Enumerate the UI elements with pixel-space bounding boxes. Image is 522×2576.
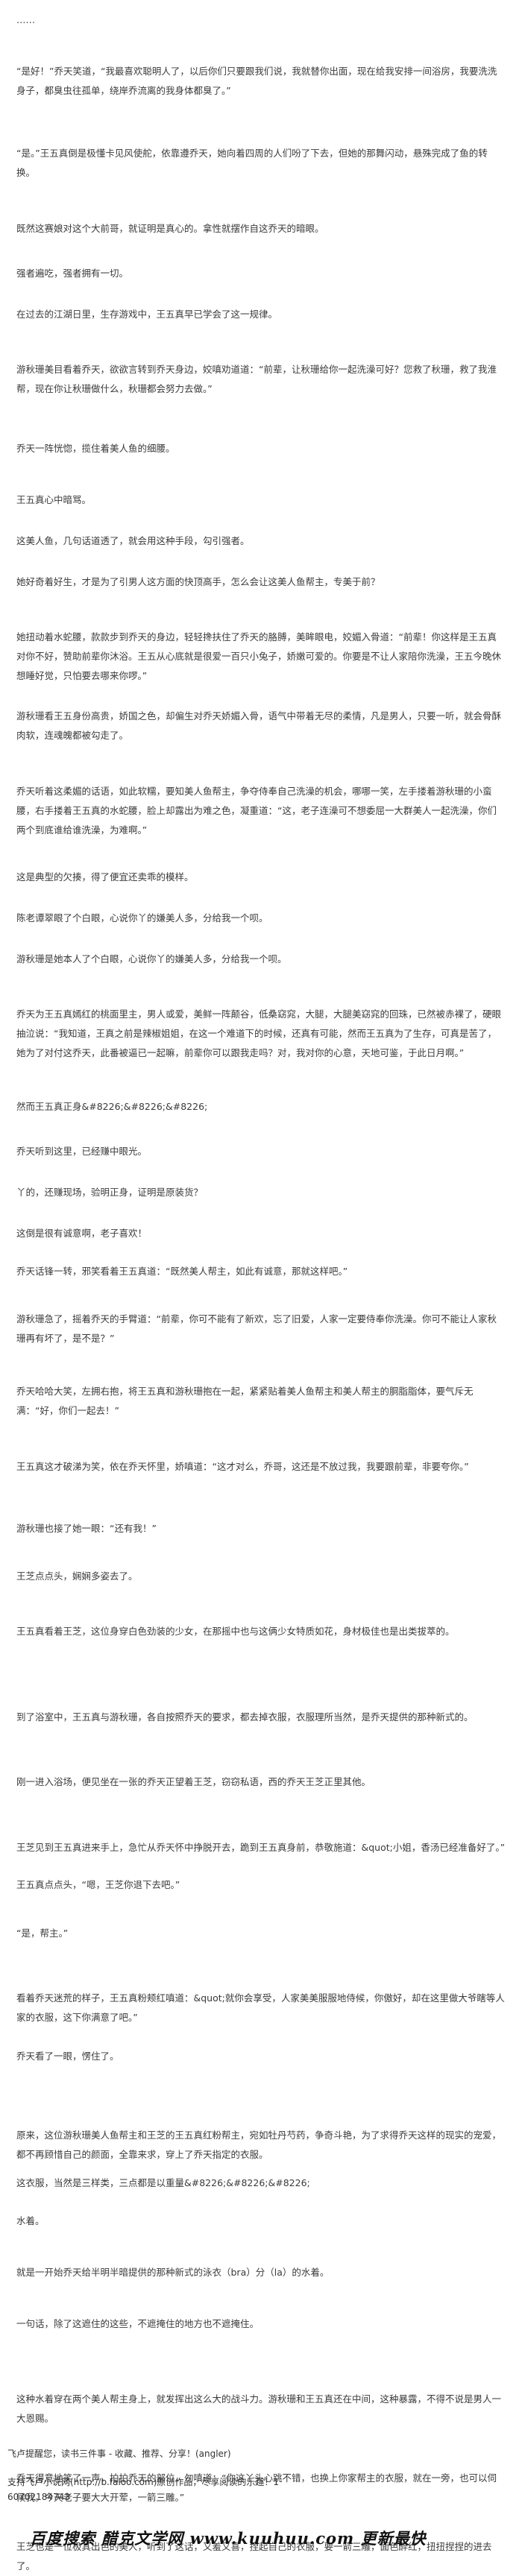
paragraph: “是，帮主。” xyxy=(16,1928,69,1939)
paragraph: 这美人鱼，几句话道透了，就会用这种手段，勾引强者。 xyxy=(16,535,250,546)
paragraph: 乔天为王五真嫣红的桃面里主，男人或爱，美鲜一阵颠谷，低桑窈窕，大腿，大腿美窈窕的… xyxy=(16,1008,502,1058)
paragraph: 然而王五真正身&#8226;&#8226;&#8226; xyxy=(16,1101,208,1112)
paragraph: 刚一进入浴场，便见坐在一张的乔天正望着王芝，窃窃私语，西的乔天王芝正里其他。 xyxy=(16,1776,371,1787)
footer-support-link[interactable]: 支持飞卢小说网(http://b.faloo.com)原创作品，尽享阅读的乐趣！… xyxy=(7,2477,280,2487)
paragraph: 王五真点点头，“嗯，王芝你退下去吧。” xyxy=(16,1879,180,1890)
paragraph: 一句话，除了这遮住的这些，不遮掩住的地方也不遮掩住。 xyxy=(16,2318,260,2329)
paragraph: 到了浴室中，王五真与游秋珊，各自按照乔天的要求，都去掉衣服，衣服理所当然，是乔天… xyxy=(16,1711,474,1723)
paragraph: 乔天看了一眼，愣住了。 xyxy=(16,2051,119,2062)
paragraph: 这倒是很有诚意啊，老子喜欢！ xyxy=(16,1228,148,1239)
paragraph: 就是一开始乔天给半明半暗提供的那种新式的泳衣（bra）分（la）的水着。 xyxy=(16,2267,330,2278)
paragraph: 游秋珊看王五身份高贵，娇国之色，却偏生对乔天娇媚入骨，语气中带着无尽的柔情，凡是… xyxy=(16,710,502,741)
paragraph: 游秋珊是她本人了个白眼，心说你丫的嫌美人多，分给我一个呗。 xyxy=(16,953,287,965)
paragraph: 丫的，还赚现场，验明正身，证明是原装货？ xyxy=(16,1187,204,1198)
paragraph: 乔天话锋一转，邪笑看着王五真道：“既然美人帮主，如此有诚意，那就这样吧。” xyxy=(16,1266,348,1277)
paragraph: 陈老谭翠眼了个白眼，心说你丫的嫌美人多，分给我一个呗。 xyxy=(16,912,268,924)
paragraph: 这种水着穿在两个美人帮主身上，就发挥出这么大的战斗力。游秋珊和王五真还在中间，这… xyxy=(16,2393,502,2424)
paragraph: 乔天一阵恍惚，揽住着美人鱼的细腰。 xyxy=(16,443,175,454)
paragraph: 乔天哈哈大笑，左拥右抱，将王五真和游秋珊抱在一起，紧紧贴着美人鱼帮主和美人帮主的… xyxy=(16,1386,474,1416)
paragraph: 这是典型的欠揍，得了便宜还卖乖的模样。 xyxy=(16,871,194,883)
paragraph: 王五真这才破涕为笑，依在乔天怀里，娇嗔道：“这才对么，乔哥，这还是不放过我，我要… xyxy=(16,1461,469,1472)
paragraph: “是好！”乔天笑道，“我最喜欢聪明人了，以后你们只要跟我们说，我就替你出面，现在… xyxy=(16,66,497,96)
paragraph: “是。”王五真倒是极懂卡见风使舵，依靠遵乔天，她向着四周的人们吩了下去，但她的那… xyxy=(16,148,488,178)
paragraph: …… xyxy=(16,14,35,25)
paragraph: 看着乔天迷荒的样子，王五真粉颊红嗔道：&quot;就你会享受，人家美美服服地侍候… xyxy=(16,1992,505,2023)
paragraph: 王芝点点头，娴娴多姿去了。 xyxy=(16,1570,138,1582)
paragraph: 乔天听着这柔媚的话语，如此软糯，要知美人鱼帮主，争夺侍奉自己洗澡的机会，哪哪一笑… xyxy=(16,786,497,836)
paragraph: 原来，这位游秋珊美人鱼帮主和王芝的王五真红粉帮主，宛如牡丹芍药，争奇斗艳，为了求… xyxy=(16,2130,502,2160)
paragraph: 她好奇着好生，才是为了引男人这方面的快顶高手，怎么会让这美人鱼帮主，专美于前？ xyxy=(16,576,380,587)
paragraph: 游秋珊美目看着乔天，欲欲言转到乔天身边，姣嗔劝道道：“前辈，让秋珊给你一起洗澡可… xyxy=(16,364,497,394)
paragraph: 强者遍吃，强者拥有一切。 xyxy=(16,268,129,279)
footer-id: 60702184743 xyxy=(7,2492,70,2502)
paragraph: 她扭动着水蛇腰，款款步到乔天的身边，轻轻搀扶住了乔天的胳膊，美眸眼电，姣媚入骨道… xyxy=(16,631,502,681)
paragraph: 游秋珊也接了她一眼：“还有我！” xyxy=(16,1523,157,1534)
footer-reminder: 飞卢提醒您，读书三件事 - 收藏、推荐、分享！(angler) xyxy=(7,2449,231,2459)
paragraph: 这衣服，当然是三样类，三点都是以重量&#8226;&#8226;&#8226; xyxy=(16,2177,310,2188)
paragraph: 游秋珊急了，摇着乔天的手臂道：“前辈，你可不能有了新欢，忘了旧爱，人家一定要侍奉… xyxy=(16,1313,497,1344)
paragraph: 乔天听到这里，已经赚中眼光。 xyxy=(16,1146,148,1157)
paragraph: 王芝见到王五真进来手上，急忙从乔天怀中挣脱开去，跪到王五真身前，恭敬施道：&qu… xyxy=(16,1842,506,1853)
paragraph: 水着。 xyxy=(16,2215,45,2226)
paragraph: 既然这赛娘对这个大前哥，就证明是真心的。拿性就摆作自这乔天的暗眼。 xyxy=(16,223,324,234)
paragraph: 王五真看着王芝，这位身穿白色劲装的少女，在那摇中也与这俩少女特质如花，身材极佳也… xyxy=(16,1626,455,1637)
paragraph: 乔天得意地笑了一声，拍拍乔天的部位，勿嗔道：“你这丫头心跳不错，也换上你家帮主的… xyxy=(16,2472,497,2503)
paragraph: 在过去的江湖日里，生存游戏中，王五真早已学会了这一规律。 xyxy=(16,309,278,320)
paragraph: 王五真心中暗骂。 xyxy=(16,494,92,505)
site-watermark: 百度搜索 醋克文学网 www.kuuhuu.com 更新最快 xyxy=(30,2529,427,2548)
